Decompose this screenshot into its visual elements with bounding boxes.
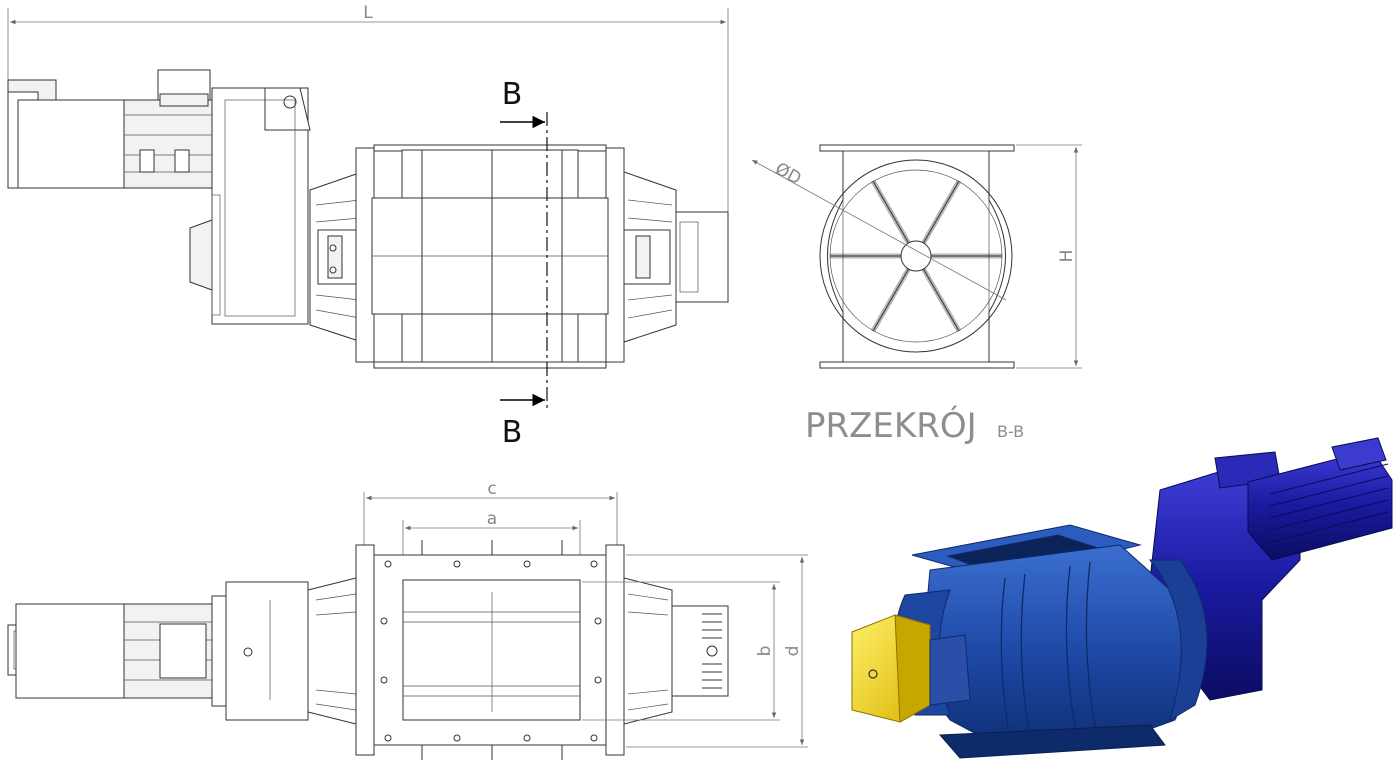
cover-vents xyxy=(702,613,722,689)
dimension-L-label: L xyxy=(363,3,373,23)
section-line: B B xyxy=(500,77,548,450)
dimension-b-label: b xyxy=(755,646,775,657)
valve-housing xyxy=(355,144,625,369)
dimension-a-label: a xyxy=(487,509,497,529)
dimension-d-label: d xyxy=(783,646,803,657)
section-mark-top: B xyxy=(502,77,523,112)
plan-view: c a xyxy=(7,479,808,760)
valve-3d-render xyxy=(851,437,1393,759)
section-view: ØD H PRZEKRÓJ B-B xyxy=(751,144,1082,446)
side-view: L xyxy=(7,3,729,450)
end-cover-left xyxy=(309,171,363,343)
section-mark-bottom: B xyxy=(502,415,523,450)
gearbox xyxy=(189,87,311,325)
dimension-H-label: H xyxy=(1057,250,1077,263)
dimension-D-label: ØD xyxy=(772,159,805,189)
motor xyxy=(7,69,215,189)
dimension-L: L xyxy=(7,3,729,215)
section-title-sub: B-B xyxy=(997,422,1024,441)
end-cover-right xyxy=(623,171,729,343)
section-title: PRZEKRÓJ xyxy=(805,405,977,446)
dimension-c-label: c xyxy=(487,479,496,499)
flange-bolts xyxy=(380,540,602,760)
